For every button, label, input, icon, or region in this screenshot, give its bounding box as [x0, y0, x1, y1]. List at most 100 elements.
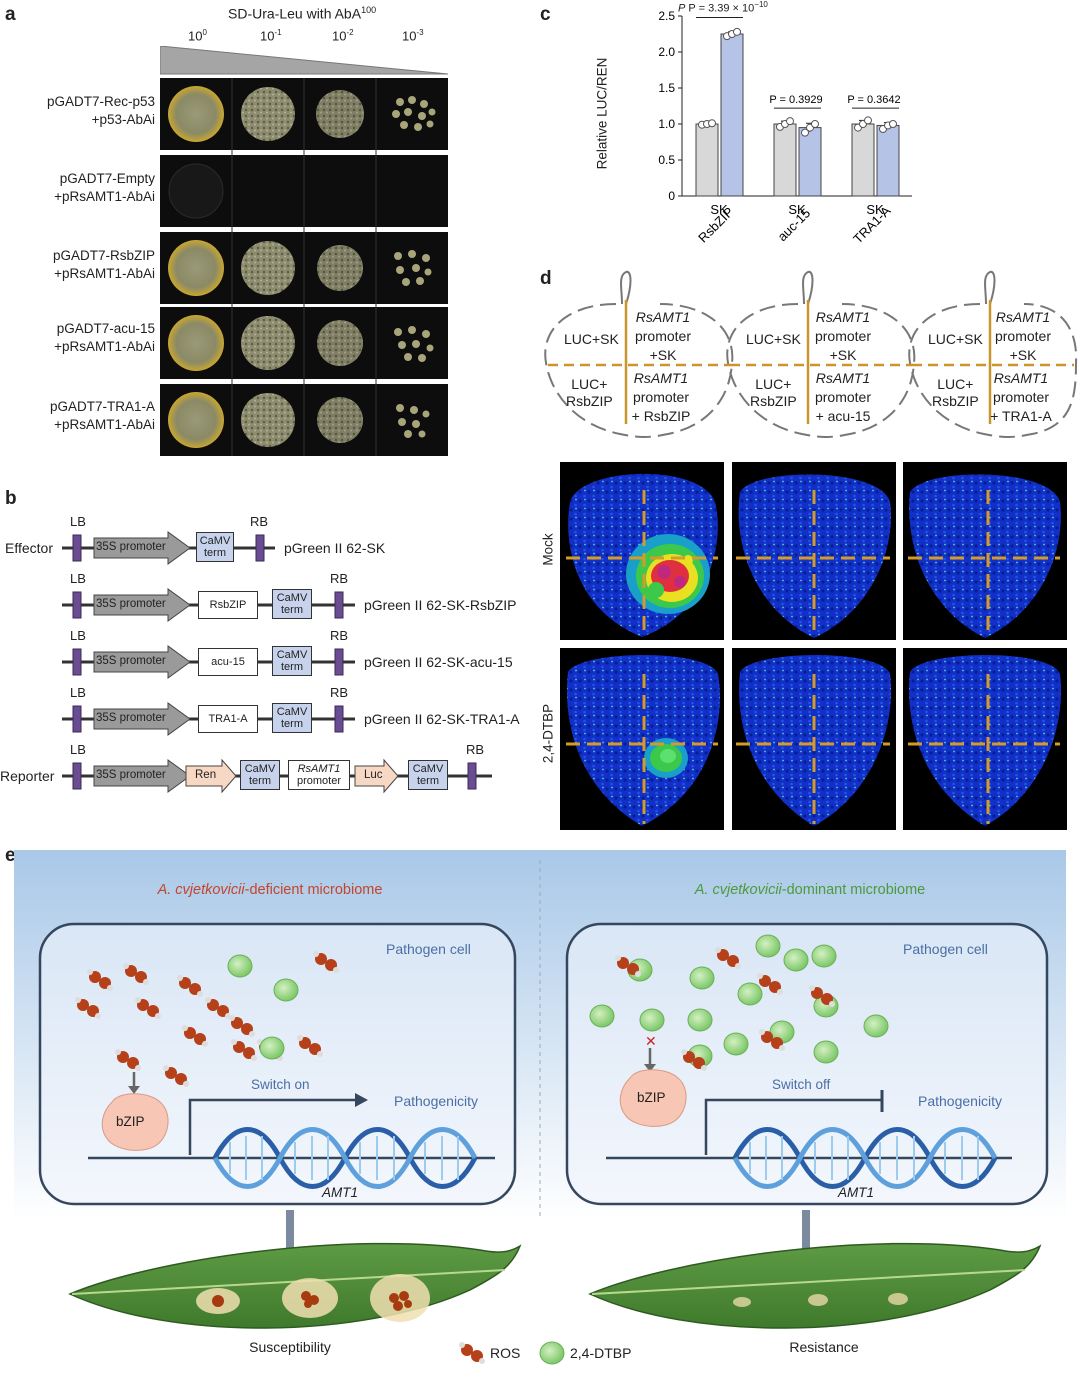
amt1-label: AMT1 — [838, 1185, 875, 1200]
promoter-label: 35S promoter — [96, 541, 166, 553]
construct-name: pGreen II 62-SK-acu-15 — [364, 654, 513, 670]
amt1-label: AMT1 — [322, 1185, 359, 1200]
svg-text:✕: ✕ — [645, 1033, 657, 1049]
rb-label: RB — [330, 685, 349, 700]
bar — [851, 123, 875, 197]
promoter-label: 35S promoter — [96, 769, 166, 781]
leaf-layout-diagrams — [544, 270, 1078, 438]
yeast-row-label: pGADT7-RsbZIP+pRsAMT1-AbAi — [52, 248, 155, 281]
lb-label: LB — [70, 685, 86, 700]
bar — [720, 33, 744, 197]
lb-label: LB — [70, 742, 86, 757]
luminescence-images — [560, 462, 1078, 830]
yeast-row-label: pGADT7-Empty+pRsAMT1-AbAi — [54, 171, 155, 204]
rb-label: RB — [466, 742, 485, 757]
x-tick-label: SK — [710, 202, 728, 217]
bzip-label: bZIP — [116, 1114, 145, 1129]
ren-label: Ren — [195, 769, 217, 781]
y-tick-label: 0.5 — [658, 153, 675, 167]
data-point — [801, 128, 809, 137]
bar — [773, 123, 797, 197]
lb-label: LB — [70, 628, 86, 643]
promoter-label: 35S promoter — [96, 598, 166, 610]
row-label-mock: Mock — [540, 533, 556, 566]
panel-a-title-text: SD-Ura-Leu with AbA — [228, 5, 362, 22]
rb-label: RB — [250, 514, 269, 529]
panel-label-d: d — [540, 268, 552, 289]
dilution-labels: 100 10-1 10-2 10-3 — [160, 28, 448, 48]
insert-box: TRA1-A — [198, 705, 258, 733]
y-tick-label: 1.0 — [658, 117, 675, 131]
x-tick-label: SK — [866, 202, 884, 217]
yeast-row-label: pGADT7-Rec-p53+p53-AbAi — [46, 94, 155, 127]
susceptibility-label: Susceptibility — [249, 1339, 331, 1355]
dilution-label: 100 — [188, 28, 207, 44]
y-tick-label: 2.0 — [658, 45, 675, 59]
leaf-quadrant-bl: LUC+RsbZIP — [750, 376, 797, 409]
x-tick-label: SK — [788, 202, 806, 217]
yeast-row-label: pGADT7-TRA1-A+pRsAMT1-AbAi — [49, 399, 155, 432]
data-point — [811, 120, 819, 128]
bar — [798, 127, 822, 197]
right-scenario-title: A. cvjetkovicii-dominant microbiome — [694, 882, 926, 898]
model-diagram: ✕ — [14, 850, 1066, 1365]
legend-ros: ROS — [490, 1345, 521, 1361]
panel-label-e: e — [5, 845, 16, 866]
dilution-label: 10-1 — [260, 28, 282, 44]
bzip-label: bZIP — [637, 1090, 666, 1105]
resistance-label: Resistance — [789, 1339, 859, 1355]
pvalue-main: P P = 3.39 × 10−10 — [678, 0, 768, 15]
switch-on-label: Switch on — [251, 1077, 310, 1092]
reporter-label: Reporter — [0, 768, 55, 784]
panel-label-c: c — [540, 4, 551, 25]
pvalue-label: P = 0.3642 — [847, 94, 900, 106]
promoter-label: 35S promoter — [96, 712, 166, 724]
y-tick-label: 2.5 — [658, 9, 675, 23]
leaf-quadrant-tl: LUC+SK — [746, 331, 801, 347]
switch-off-label: Switch off — [772, 1077, 831, 1092]
bar — [695, 123, 719, 197]
panel-label-b: b — [5, 488, 17, 509]
pathogen-cell-label: Pathogen cell — [903, 941, 988, 957]
y-tick-label: 1.5 — [658, 81, 675, 95]
data-point — [733, 27, 741, 36]
row-label-dtbp: 2,4-DTBP — [540, 703, 556, 764]
yeast-row-label: pGADT7-acu-15+pRsAMT1-AbAi — [54, 321, 155, 354]
lb-label: LB — [70, 571, 86, 586]
data-point — [786, 117, 794, 126]
legend-dtbp: 2,4-DTBP — [570, 1345, 632, 1361]
dilution-wedge — [160, 46, 448, 75]
leaf-quadrant-bl: LUC+RsbZIP — [566, 376, 613, 409]
dilution-label: 10-2 — [332, 28, 354, 44]
construct-name: pGreen II 62-SK-TRA1-A — [364, 711, 520, 727]
y-tick-label: 0 — [668, 189, 675, 203]
left-scenario-title: A. cvjetkovicii-deficient microbiome — [157, 882, 383, 898]
yeast-spot-assay — [160, 78, 448, 456]
panel-a-title: SD-Ura-Leu with AbA100 — [228, 5, 376, 22]
bar — [876, 124, 900, 197]
construct-name: pGreen II 62-SK-RsbZIP — [364, 597, 517, 613]
pvalue-label: P = 0.3929 — [769, 94, 822, 106]
data-point — [708, 119, 716, 128]
panel-label-a: a — [5, 4, 16, 25]
construct-name: pGreen II 62-SK — [284, 540, 386, 556]
panel-a-title-sup: 100 — [361, 5, 377, 15]
effector-label: Effector — [5, 540, 53, 556]
pathogenicity-label: Pathogenicity — [918, 1093, 1003, 1109]
rb-label: RB — [330, 571, 349, 586]
data-point — [864, 116, 872, 125]
promoter-label: 35S promoter — [96, 655, 166, 667]
